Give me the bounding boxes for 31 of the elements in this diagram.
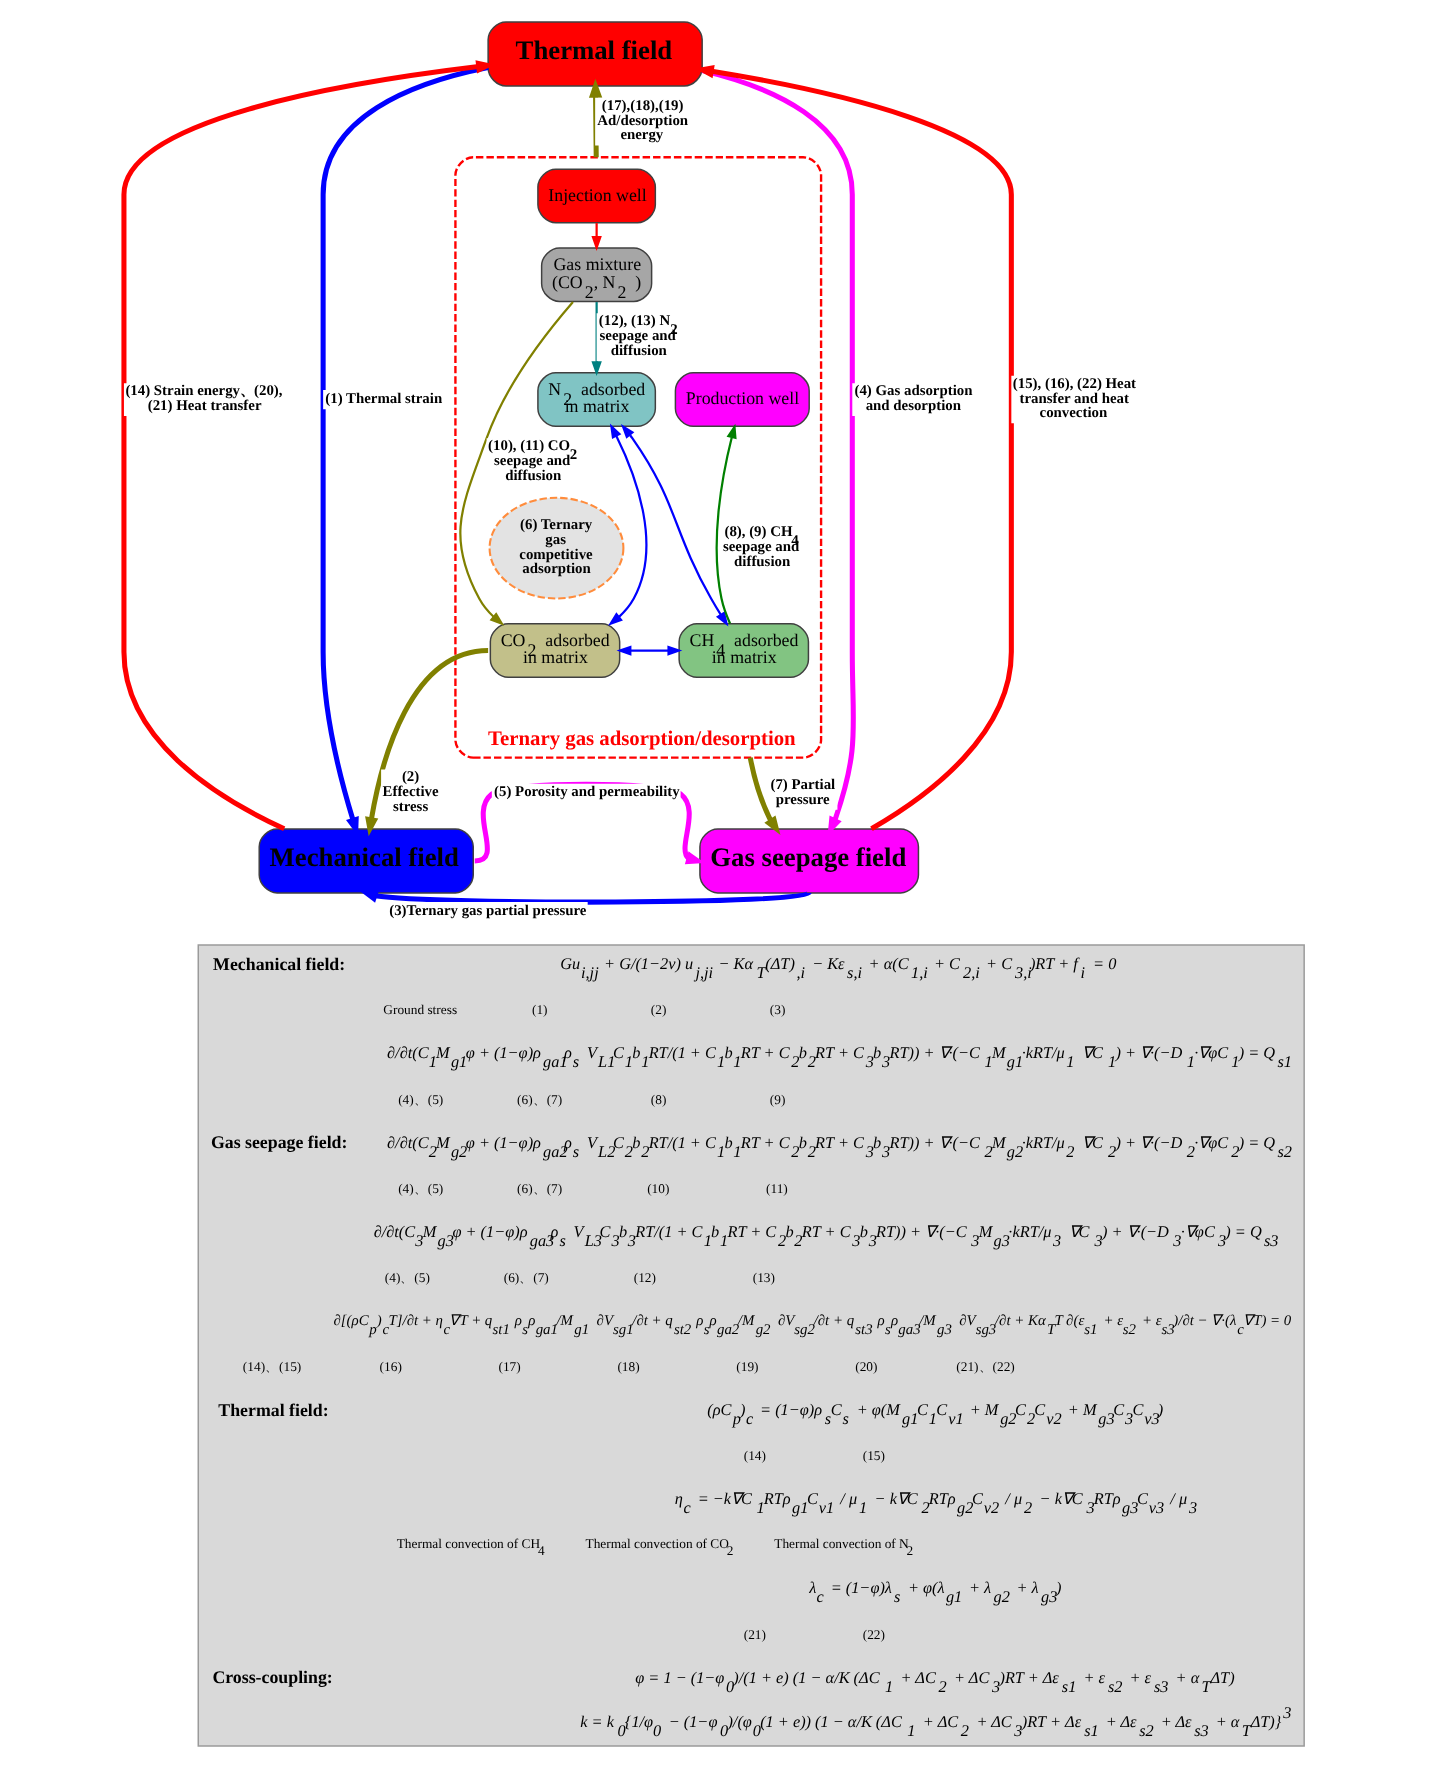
node-box: Thermal field <box>486 21 702 87</box>
arrow <box>615 645 682 656</box>
arrow <box>590 302 601 377</box>
node-box: Production well <box>673 372 809 428</box>
label: Cross-coupling: <box>211 1667 332 1688</box>
arrow <box>619 423 728 627</box>
arrow <box>458 301 573 626</box>
node-ellipse: (6) Ternary gas competitive adsorption <box>487 496 624 600</box>
label: Thermal field: <box>217 1399 328 1420</box>
edge-label: (1) Thermal strain <box>324 388 442 407</box>
edge-label: (2) Effective stress <box>381 767 438 816</box>
node-box <box>196 944 1304 1747</box>
node-box: Mechanical field <box>257 828 473 894</box>
edge-label: (5) Porosity and permeability <box>493 782 679 801</box>
edge-label: (14) Strain energy、(20), (21) Heat transfer <box>124 381 282 414</box>
node-box: Gas seepage field <box>698 828 919 894</box>
edge-label: (15), (16), (22) Heat transfer and heat convection <box>1011 373 1136 422</box>
label: Mechanical field: <box>212 953 345 974</box>
edge-label: (17),(18),(19) Ad/desorption energy <box>596 95 688 144</box>
arrow <box>364 648 488 837</box>
arrow <box>607 423 647 626</box>
node-box: Injection well <box>536 168 656 224</box>
arrow <box>357 890 810 905</box>
arrow <box>700 68 855 836</box>
edge-label: (4) Gas adsorption and desorption <box>853 381 972 414</box>
edge-label: (7) Partial pressure <box>769 774 835 808</box>
arrow <box>714 423 736 624</box>
arrow <box>746 757 780 835</box>
arrow <box>587 78 602 158</box>
edge-label: (3)Ternary gas partial pressure <box>388 900 586 919</box>
label: Gas seepage field: <box>209 1131 347 1152</box>
